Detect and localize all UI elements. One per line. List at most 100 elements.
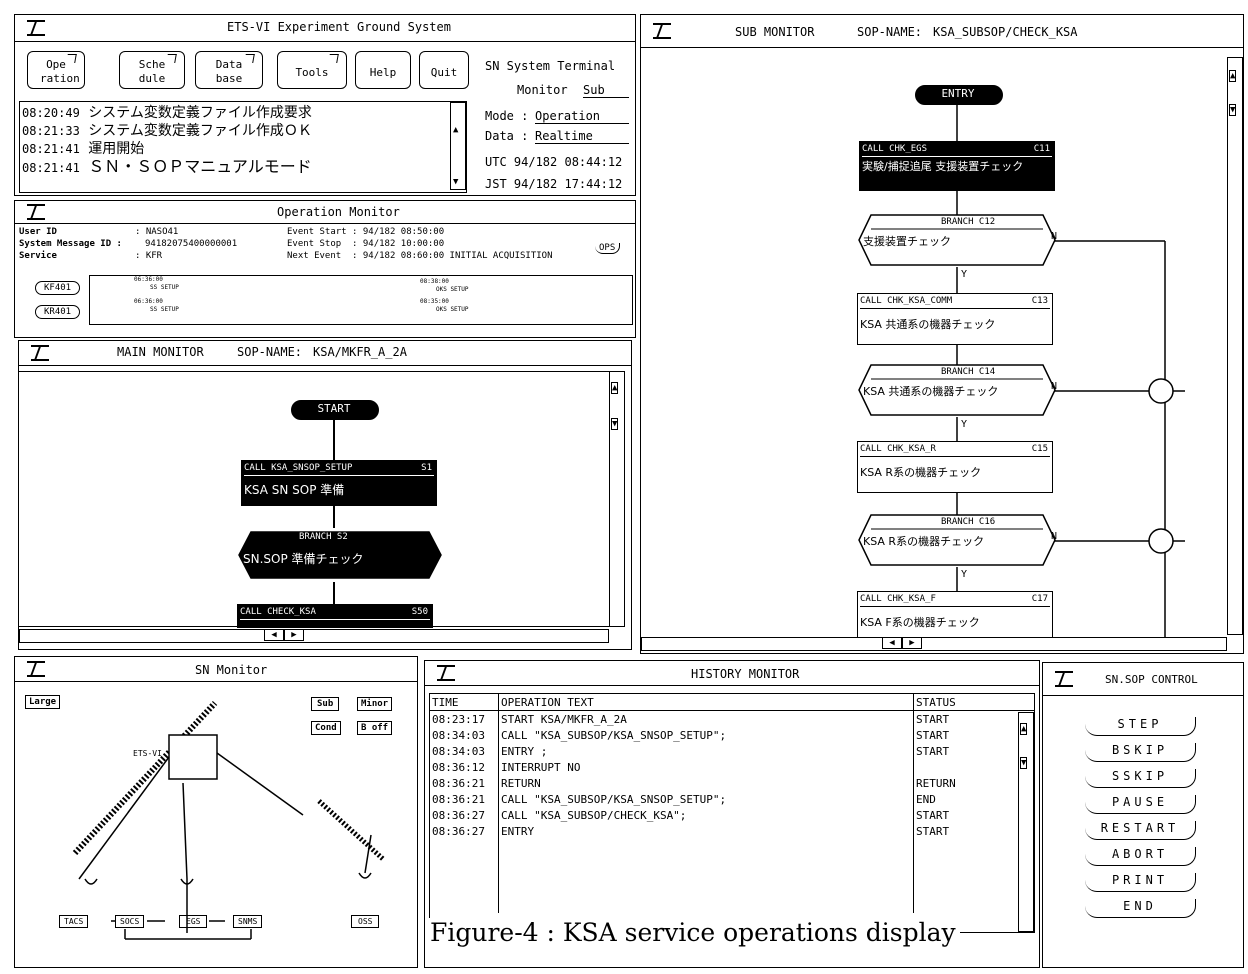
start-node[interactable] [291,400,379,420]
sub-hscroll[interactable]: ◀ ▶ [641,637,1227,651]
ets-vi-satellite[interactable]: ETS-VI [133,749,162,758]
scroll-up-icon[interactable]: ▲ [1229,70,1237,82]
cond-button[interactable]: Cond [311,721,341,735]
main-vscroll[interactable]: ▲ ▼ [609,371,625,627]
sub-monitor-title: SUB MONITOR [735,25,815,39]
log-item: 08:20:49 システム変数定義ファイル作成要求 [22,105,312,121]
window-menu-icon[interactable] [27,204,45,220]
kf401-button[interactable]: KF401 [35,281,81,295]
menu-tools-button[interactable]: Tools [277,51,347,89]
scroll-down-icon[interactable]: ▼ [1020,757,1028,769]
data-value[interactable]: Realtime [535,129,629,144]
branch-node-c14[interactable] [857,363,1057,419]
branch-yes-label: Y [961,569,968,580]
main-monitor-titlebar: MAIN MONITOR SOP-NAME: KSA/MKFR_A_2A [19,341,631,366]
print-button[interactable]: PRINT [1085,873,1196,892]
pause-button[interactable]: PAUSE [1085,795,1196,814]
scroll-up-icon[interactable]: ▲ [611,382,619,394]
main-hscroll[interactable]: ◀ ▶ [19,629,609,643]
timeline-label: OKS SETUP [436,286,469,293]
scroll-down-icon[interactable]: ▼ [453,177,459,187]
scroll-down-icon[interactable]: ▼ [611,418,619,430]
scroll-right-icon[interactable]: ▶ [284,629,304,641]
ops-button[interactable]: OPS [595,243,621,254]
flow-connector [333,582,335,604]
sub-monitor-window: SUB MONITOR SOP-NAME: KSA_SUBSOP/CHECK_K… [640,14,1244,654]
branch-node-text: SN.SOP 準備チェック [243,552,364,566]
branch-node-text: 支援装置チェック [863,235,951,248]
branch-node-header: BRANCH C16 [941,517,996,527]
operation-monitor-titlebar: Operation Monitor [15,201,635,224]
station-snms[interactable]: SNMS [233,915,263,928]
end-button[interactable]: END [1085,899,1196,918]
menu-database-button[interactable]: Data base [195,51,263,89]
menu-operation-button[interactable]: Ope ration [27,51,85,89]
abort-button[interactable]: ABORT [1085,847,1196,866]
entry-node-label: ENTRY [941,87,975,100]
station-socs[interactable]: SOCS [115,915,145,928]
menu-schedule-button[interactable]: Sche dule [119,51,185,89]
branch-node-c16[interactable] [857,513,1057,569]
mode-value[interactable]: Operation [535,109,629,124]
station-oss[interactable]: OSS [351,915,380,928]
station-tacs[interactable]: TACS [59,915,89,928]
station-egs[interactable]: EGS [179,915,208,928]
log-scrollbar[interactable]: ▲ ▼ [450,102,466,190]
window-menu-icon[interactable] [653,23,671,39]
figure-caption: Figure-4 : KSA service operations displa… [426,918,960,947]
column-time: TIME [430,694,499,711]
scroll-up-icon[interactable]: ▲ [453,125,459,135]
column-operation-text: OPERATION TEXT [498,694,914,711]
history-vscroll[interactable]: ▲ ▼ [1018,712,1034,932]
monitor-value[interactable]: Sub [583,83,629,98]
menu-help-button[interactable]: Help [355,51,411,89]
sn-monitor-titlebar: SN Monitor [15,657,417,682]
restart-button[interactable]: RESTART [1085,821,1196,840]
sskip-button[interactable]: SSKIP [1085,769,1196,788]
boff-button[interactable]: B off [357,721,393,735]
branch-node-c12[interactable] [857,213,1057,269]
large-button[interactable]: Large [25,695,61,709]
window-menu-icon[interactable] [437,665,455,681]
kr401-button[interactable]: KR401 [35,305,81,319]
scroll-left-icon[interactable]: ◀ [264,629,284,641]
window-menu-icon[interactable] [27,20,45,36]
main-sop-label: SOP-NAME: [237,345,303,359]
scroll-left-icon[interactable]: ◀ [882,637,902,649]
scroll-right-icon[interactable]: ▶ [902,637,922,649]
call-node-text: 実験/捕捉追尾 支援装置チェック [862,160,1024,173]
menu-quit-button[interactable]: Quit [419,51,469,89]
sub-vscroll[interactable]: ▲ ▼ [1227,57,1243,635]
scroll-down-icon[interactable]: ▼ [1229,104,1237,116]
event-start: Event Start : 94/182 08:50:00 [287,227,445,237]
sn-monitor-title: SN Monitor [195,663,268,677]
minor-button[interactable]: Minor [357,697,393,711]
ground-system-title: ETS-VI Experiment Ground System [227,20,451,34]
scroll-up-icon[interactable]: ▲ [1020,723,1028,735]
window-menu-icon[interactable] [27,661,45,677]
utc-clock: UTC 94/182 08:44:12 [485,155,623,169]
branch-node-s2[interactable] [237,528,443,582]
entry-node[interactable] [915,85,1003,105]
bskip-button[interactable]: BSKIP [1085,743,1196,762]
call-node-text: KSA F系の機器チェック [860,616,980,629]
window-menu-icon[interactable] [1055,671,1073,687]
window-menu-icon[interactable] [31,345,49,361]
sub-button[interactable]: Sub [311,697,340,711]
step-button[interactable]: STEP [1085,717,1196,736]
